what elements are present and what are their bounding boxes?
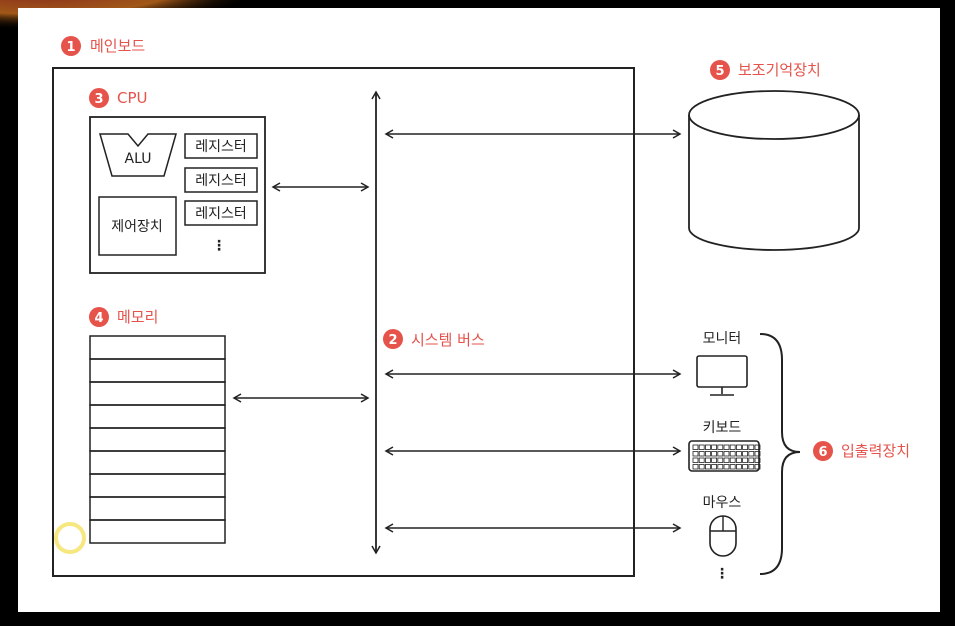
keyboard-key [711, 444, 717, 450]
keyboard-key [742, 451, 748, 457]
keyboard-key [754, 457, 761, 463]
keyboard-key [698, 451, 705, 457]
mouse-icon [709, 515, 737, 557]
keyboard-key [698, 444, 705, 450]
storage-label: 5 보조기억장치 [710, 60, 821, 80]
keyboard-key [729, 451, 736, 457]
mouse-label: 마우스 [703, 495, 742, 511]
keyboard-key [692, 464, 699, 470]
keyboard-key [698, 464, 705, 470]
keyboard-key [711, 457, 717, 463]
keyboard-key [748, 457, 755, 463]
memory-title: 메모리 [117, 308, 158, 326]
mainboard-box [52, 67, 635, 577]
keyboard-icon [688, 440, 761, 472]
register-more-dots: ⋮ [212, 238, 226, 254]
keyboard-key [705, 444, 711, 450]
keyboard-key [754, 451, 761, 457]
keyboard-key [711, 451, 717, 457]
keyboard-key [723, 451, 730, 457]
alu-label: ALU [125, 151, 152, 167]
monitor-icon [696, 355, 748, 396]
io-more-dots: ⋮ [715, 566, 729, 582]
cpu-box [89, 116, 266, 274]
keyboard-key [705, 464, 711, 470]
keyboard-key [742, 457, 748, 463]
system-bus-title: 시스템 버스 [411, 331, 485, 349]
control-unit-box [98, 196, 177, 256]
keyboard-key [692, 457, 699, 463]
keyboard-key [723, 457, 730, 463]
register-box [184, 133, 258, 159]
keyboard-key [742, 444, 748, 450]
keyboard-key [729, 464, 736, 470]
io-label: 6 입출력장치 [813, 441, 910, 461]
keyboard-key [717, 444, 724, 450]
cursor-highlight [54, 522, 86, 554]
keyboard-key [736, 464, 742, 470]
keyboard-key [692, 444, 699, 450]
keyboard-key [736, 457, 742, 463]
cpu-title: CPU [117, 89, 148, 107]
keyboard-key [748, 464, 755, 470]
svg-text:6: 6 [818, 445, 827, 460]
register-box [184, 167, 258, 193]
svg-text:1: 1 [66, 40, 75, 55]
keyboard-key [729, 444, 736, 450]
storage-cylinder-icon [688, 90, 860, 251]
monitor-label: 모니터 [703, 331, 742, 347]
mainboard-label: 1 메인보드 [61, 36, 145, 56]
control-unit-label: 제어장치 [111, 219, 163, 235]
svg-text:3: 3 [94, 92, 103, 107]
keyboard-key [717, 464, 724, 470]
svg-text:2: 2 [388, 333, 397, 348]
svg-text:5: 5 [715, 64, 724, 79]
keyboard-key [742, 464, 748, 470]
keyboard-key [717, 457, 724, 463]
keyboard-key [754, 464, 761, 470]
memory-label: 4 메모리 [89, 307, 158, 327]
alu-shape [99, 133, 177, 177]
keyboard-key [717, 451, 724, 457]
storage-title: 보조기억장치 [738, 61, 821, 79]
keyboard-key [754, 444, 761, 450]
register-label: 레지스터 [195, 173, 247, 189]
keyboard-key [698, 457, 705, 463]
keyboard-key [705, 451, 711, 457]
io-title: 입출력장치 [841, 442, 910, 460]
mainboard-title: 메인보드 [90, 37, 145, 55]
keyboard-key [736, 451, 742, 457]
system-bus-label: 2 시스템 버스 [383, 329, 485, 349]
register-label: 레지스터 [195, 206, 247, 222]
keyboard-key [705, 457, 711, 463]
keyboard-key [723, 464, 730, 470]
memory-cell [89, 519, 226, 544]
keyboard-label: 키보드 [703, 420, 742, 436]
register-box [184, 200, 258, 226]
memory-stack [89, 335, 226, 544]
keyboard-key [736, 444, 742, 450]
keyboard-key [729, 457, 736, 463]
svg-text:4: 4 [94, 311, 103, 326]
keyboard-key [711, 464, 717, 470]
keyboard-key [748, 444, 755, 450]
cpu-label: 3 CPU [89, 88, 148, 108]
keyboard-key [692, 451, 699, 457]
keyboard-key [723, 444, 730, 450]
badge-1 [61, 36, 81, 56]
keyboard-key [748, 451, 755, 457]
register-label: 레지스터 [195, 139, 247, 155]
io-brace [759, 333, 801, 575]
